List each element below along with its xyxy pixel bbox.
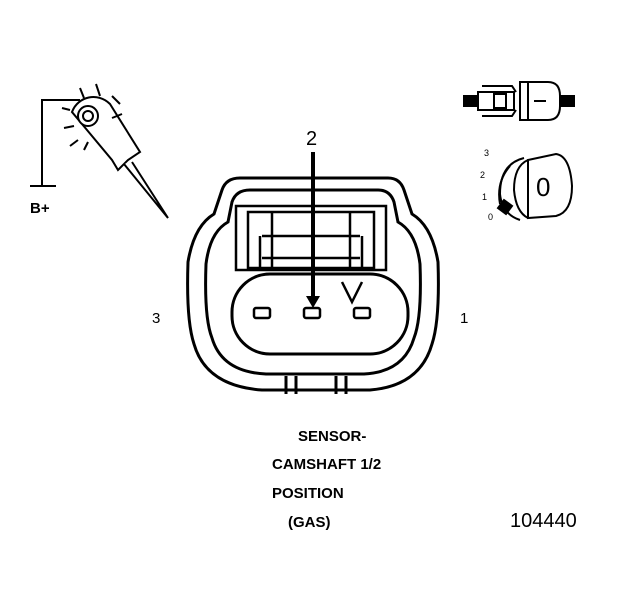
key-position-icon <box>496 152 574 221</box>
caption-line-3: POSITION <box>272 485 344 502</box>
terminal-2-arrow-icon <box>306 152 320 308</box>
figure-number: 104440 <box>510 510 577 532</box>
probe-label: B+ <box>30 200 50 217</box>
caption-line-1: SENSOR- <box>298 428 367 445</box>
connector-housing <box>186 176 440 394</box>
pin-label-left: 3 <box>152 310 161 327</box>
terminal-2 <box>302 306 322 320</box>
key-position-0: 0 <box>488 212 494 222</box>
pin-label-right: 1 <box>460 310 469 327</box>
test-light-probe-icon <box>30 83 169 219</box>
terminal-1 <box>352 306 372 320</box>
key-position-3: 3 <box>484 148 490 158</box>
caption-line-2: CAMSHAFT 1/2 <box>272 456 382 473</box>
key-position-2: 2 <box>480 170 486 180</box>
connector-side-view-icon <box>463 81 575 121</box>
connector-terminals <box>252 306 372 320</box>
terminal-3 <box>252 306 272 320</box>
key-position-1: 1 <box>482 192 488 202</box>
pin-label-center: 2 <box>306 128 318 150</box>
caption-line-4: (GAS) <box>288 514 331 531</box>
key-selected-value: 0 <box>536 172 551 202</box>
